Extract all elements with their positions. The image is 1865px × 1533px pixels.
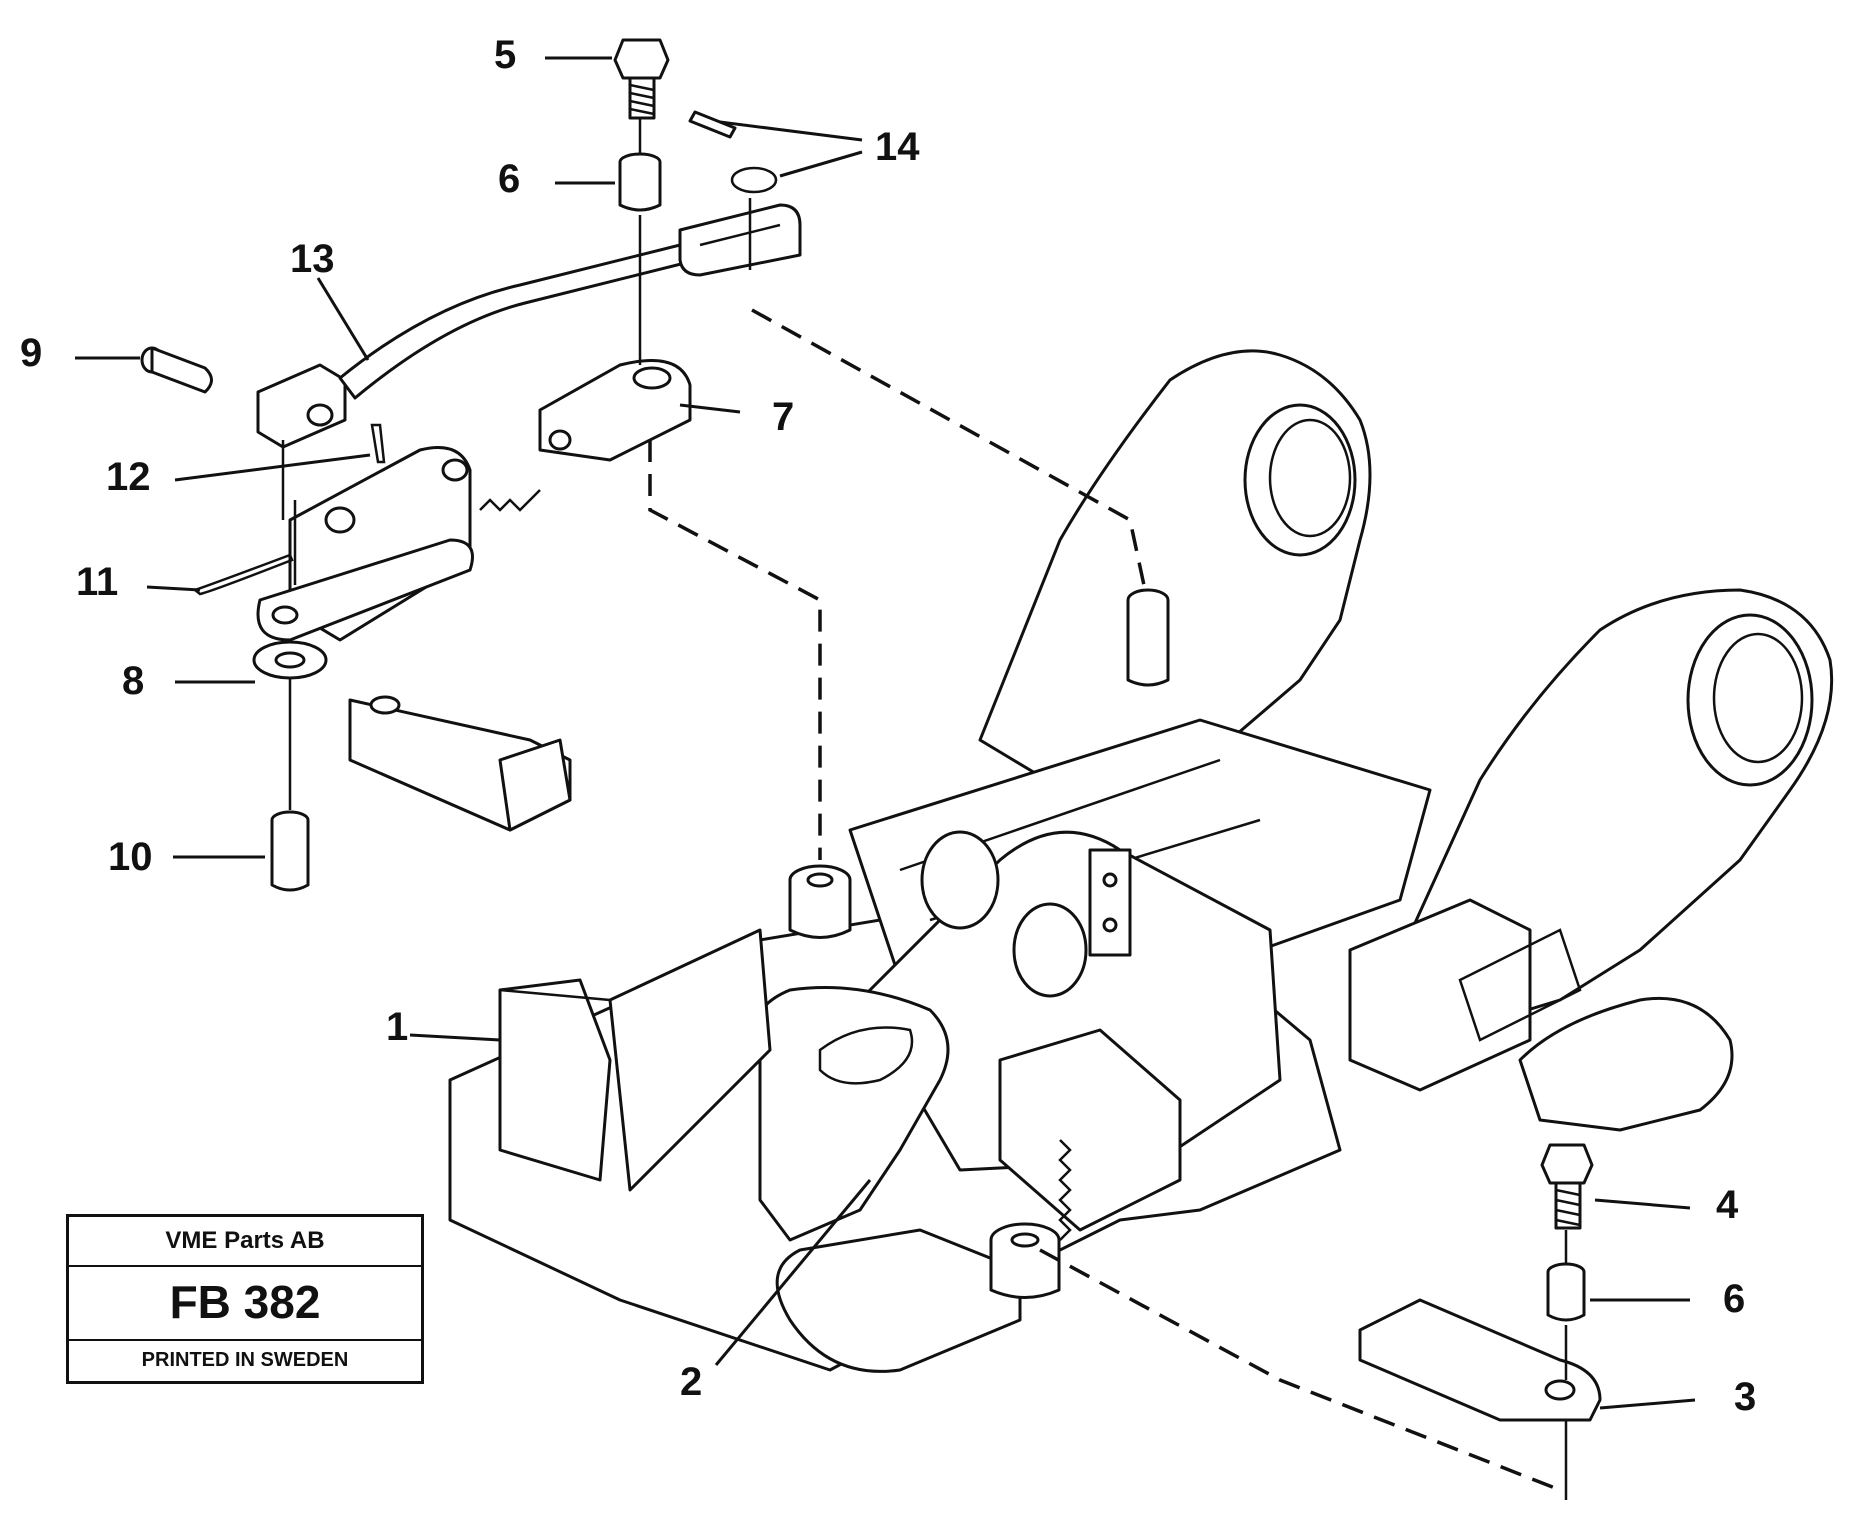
callout-5: 5 [494, 33, 516, 77]
callout-6-upper: 6 [498, 157, 520, 201]
callout-13: 13 [290, 237, 335, 281]
coupler-frame [448, 349, 1834, 1373]
callout-4: 4 [1716, 1183, 1739, 1227]
callout-12: 12 [106, 455, 151, 499]
callout-11: 11 [76, 560, 118, 604]
callout-14: 14 [875, 125, 920, 169]
stamp-company: VME Parts AB [69, 1217, 421, 1267]
callout-9: 9 [20, 331, 42, 375]
callout-6-lower: 6 [1723, 1277, 1745, 1321]
callout-3: 3 [1734, 1375, 1756, 1419]
callouts: 1 2 3 4 5 6 6 7 8 9 10 11 12 13 14 [20, 33, 1756, 1419]
callout-8: 8 [122, 659, 144, 703]
assembly-lines [281, 118, 1568, 1500]
callout-10: 10 [108, 835, 153, 879]
title-stamp: VME Parts AB FB 382 PRINTED IN SWEDEN [66, 1214, 424, 1384]
lever-assembly [140, 38, 1602, 1422]
callout-2: 2 [680, 1360, 702, 1404]
stamp-code: FB 382 [69, 1265, 421, 1341]
callout-7: 7 [772, 395, 794, 439]
callout-1: 1 [386, 1005, 408, 1049]
stamp-printed: PRINTED IN SWEDEN [141, 1348, 349, 1371]
